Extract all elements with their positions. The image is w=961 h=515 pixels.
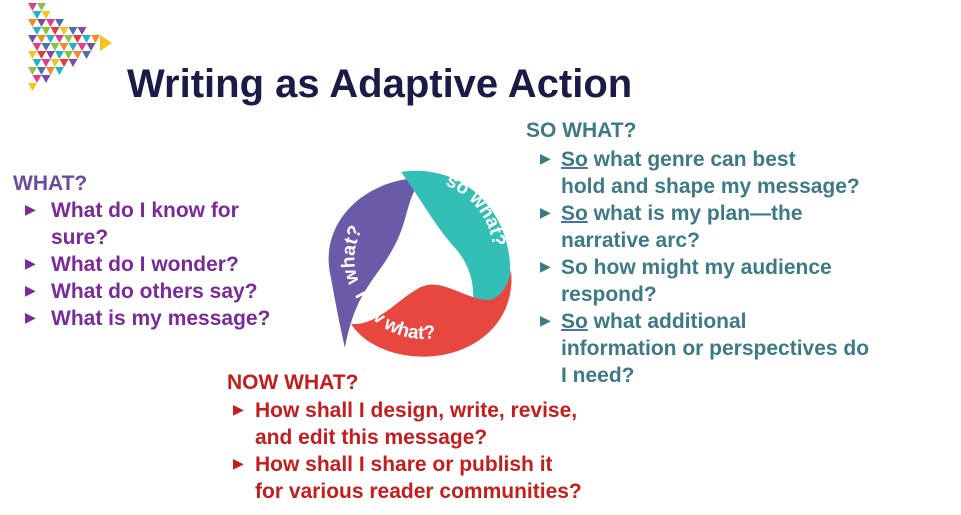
so-what-item: ▶ So what is my plan—the narrative arc? bbox=[540, 200, 869, 254]
so-what-item-text: I need? bbox=[561, 364, 635, 387]
so-what-item-text: what is my plan—the bbox=[587, 202, 803, 225]
so-what-item-text: hold and shape my message? bbox=[561, 175, 860, 198]
triangle-bullet-icon: ▶ bbox=[233, 401, 244, 417]
what-item: ▶ What do I wonder? bbox=[25, 251, 270, 278]
now-what-item-text: for various reader communities? bbox=[255, 480, 582, 503]
so-what-item: ▶ So what additional information or pers… bbox=[540, 308, 869, 389]
what-item: ▶ What do I know for sure? bbox=[25, 197, 270, 251]
now-what-item-text: How shall I design, write, revise, bbox=[255, 399, 578, 422]
what-item: ▶ What do others say? bbox=[25, 278, 270, 305]
what-item-text: What is my message? bbox=[51, 307, 271, 330]
what-item-text: What do I wonder? bbox=[51, 253, 239, 276]
now-what-item-text: and edit this message? bbox=[255, 426, 488, 449]
so-what-section: SO WHAT? ▶ So what genre can best hold a… bbox=[526, 118, 869, 389]
triangle-bullet-icon: ▶ bbox=[540, 150, 551, 166]
logo-triangles-icon bbox=[28, 3, 112, 91]
now-what-item: ▶ How shall I share or publish it for va… bbox=[233, 451, 582, 505]
so-what-item-text: So how might my audience bbox=[561, 256, 832, 279]
so-what-heading: SO WHAT? bbox=[526, 119, 637, 142]
what-item-text: What do I know for bbox=[51, 199, 239, 222]
so-what-item-text: information or perspectives do bbox=[561, 337, 870, 360]
triangle-bullet-icon: ▶ bbox=[540, 258, 551, 274]
now-what-item: ▶ How shall I design, write, revise, and… bbox=[233, 397, 582, 451]
what-heading: WHAT? bbox=[13, 172, 88, 195]
so-what-list: ▶ So what genre can best hold and shape … bbox=[540, 146, 869, 389]
what-item-text: sure? bbox=[51, 226, 109, 249]
what-item: ▶ What is my message? bbox=[25, 305, 270, 332]
triangle-bullet-icon: ▶ bbox=[540, 204, 551, 220]
now-what-item-text: How shall I share or publish it bbox=[255, 453, 553, 476]
now-what-list: ▶ How shall I design, write, revise, and… bbox=[233, 397, 582, 505]
so-what-item-text: what additional bbox=[587, 310, 747, 333]
so-what-lead: So bbox=[561, 310, 588, 333]
triangle-bullet-icon: ▶ bbox=[25, 309, 36, 325]
triangle-bullet-icon: ▶ bbox=[25, 201, 36, 217]
so-what-swirl bbox=[401, 170, 511, 332]
so-what-item-text: what genre can best bbox=[587, 148, 796, 171]
triangle-bullet-icon: ▶ bbox=[25, 255, 36, 271]
triangle-bullet-icon: ▶ bbox=[540, 312, 551, 328]
adaptive-action-cycle-diagram: what? so what? now what? bbox=[328, 170, 512, 357]
what-section: WHAT? ▶ What do I know for sure? ▶ What … bbox=[13, 171, 270, 332]
what-list: ▶ What do I know for sure? ▶ What do I w… bbox=[25, 197, 270, 332]
so-what-item: ▶ So how might my audience respond? bbox=[540, 254, 869, 308]
so-what-lead: So bbox=[561, 202, 588, 225]
so-what-item: ▶ So what genre can best hold and shape … bbox=[540, 146, 869, 200]
so-what-item-text: narrative arc? bbox=[561, 229, 700, 252]
page-title: Writing as Adaptive Action bbox=[127, 62, 633, 106]
so-what-item-text: respond? bbox=[561, 283, 657, 306]
triangle-bullet-icon: ▶ bbox=[25, 282, 36, 298]
now-what-swirl bbox=[351, 270, 512, 357]
what-swirl bbox=[328, 177, 427, 348]
so-what-lead: So bbox=[561, 148, 588, 171]
triangle-bullet-icon: ▶ bbox=[233, 455, 244, 471]
what-item-text: What do others say? bbox=[51, 280, 258, 303]
now-what-section: NOW WHAT? ▶ How shall I design, write, r… bbox=[227, 370, 582, 505]
now-what-heading: NOW WHAT? bbox=[227, 371, 359, 394]
